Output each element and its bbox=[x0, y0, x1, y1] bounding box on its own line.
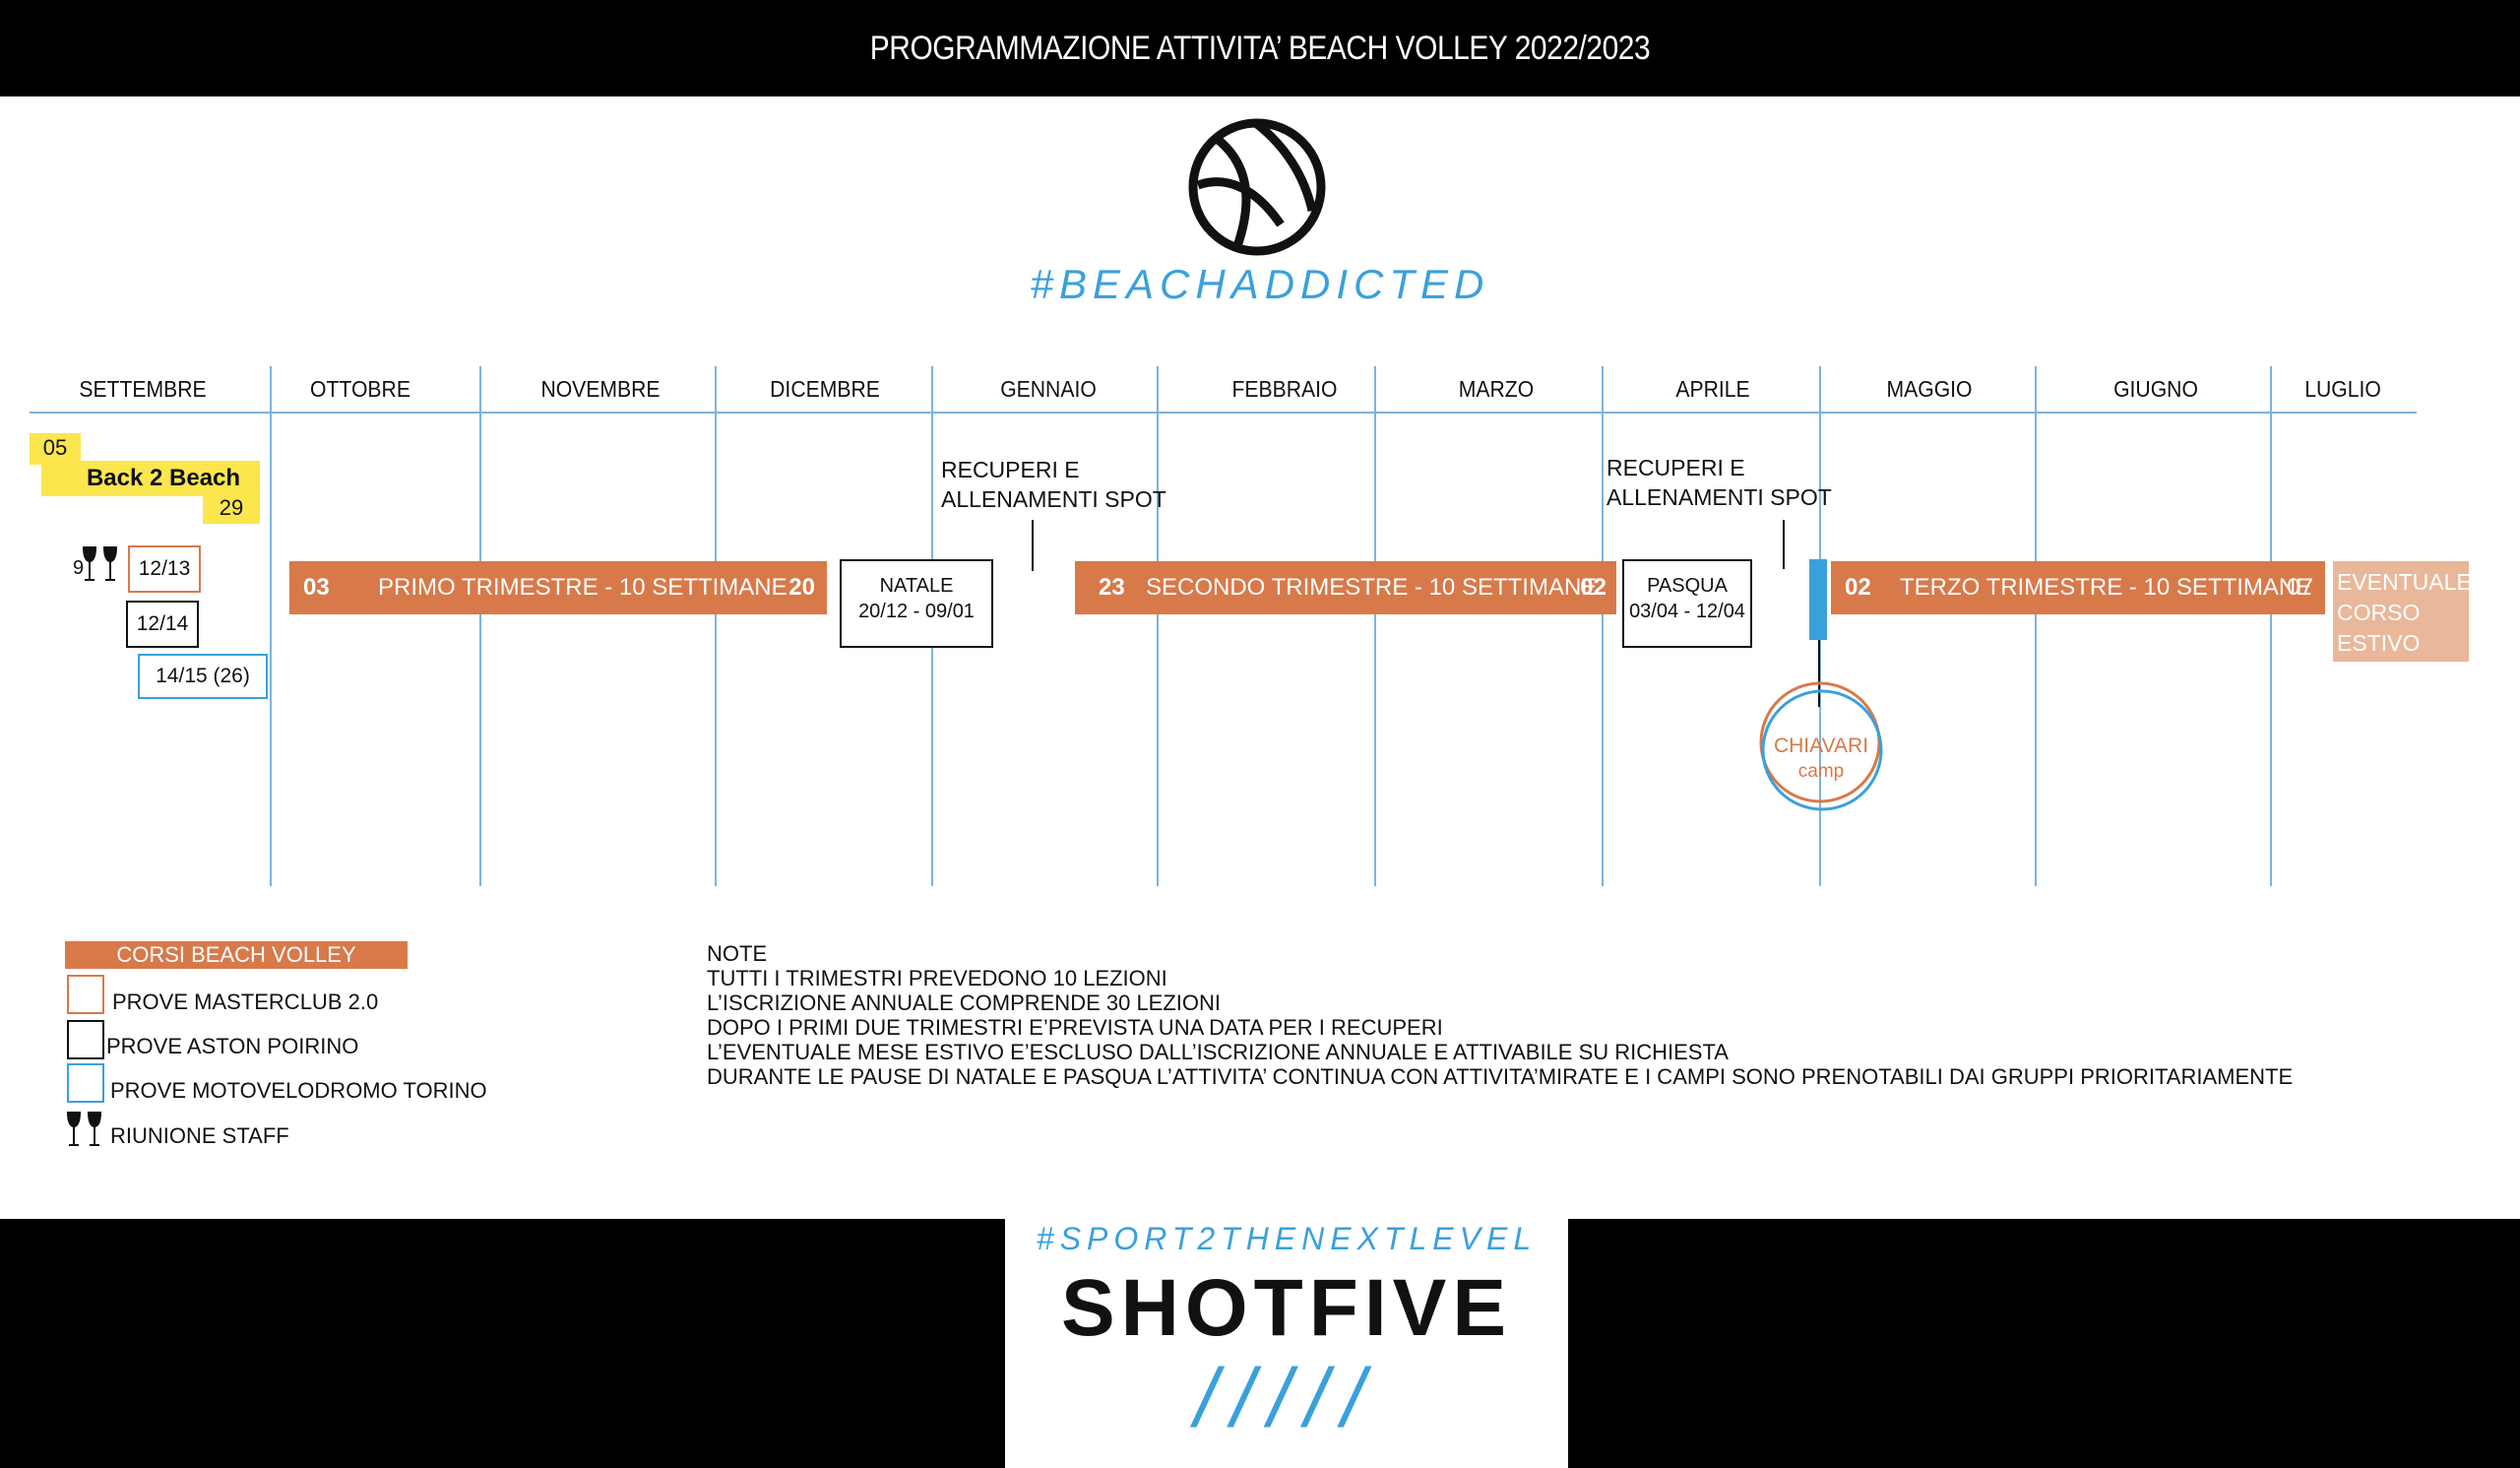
notes-line: L’ISCRIZIONE ANNUALE COMPRENDE 30 LEZION… bbox=[707, 990, 1222, 1015]
camp-subtitle: camp bbox=[1797, 761, 1845, 782]
month-separator bbox=[2270, 366, 2272, 886]
trimester-3-label: TERZO TRIMESTRE - 10 SETTIMANE bbox=[1900, 574, 2312, 601]
natale-title: NATALE bbox=[879, 575, 954, 597]
month-separator bbox=[270, 366, 272, 886]
recuperi-line-1: RECUPERI E bbox=[1606, 455, 1745, 480]
month-separator bbox=[2035, 366, 2037, 886]
trimester-1-label: PRIMO TRIMESTRE - 10 SETTIMANE bbox=[378, 574, 788, 601]
trimester-3-end: 07 bbox=[2287, 574, 2313, 601]
month-label-febbraio: FEBBRAIO bbox=[1231, 376, 1338, 402]
footer-bar-right bbox=[1568, 1219, 2520, 1468]
trimester-2-start: 23 bbox=[1099, 574, 1125, 601]
footer-bar-left bbox=[0, 1219, 1005, 1468]
recuperi-note-1: RECUPERI E ALLENAMENTI SPOT bbox=[941, 455, 1166, 514]
trimester-2-label: SECONDO TRIMESTRE - 10 SETTIMANE bbox=[1146, 574, 1598, 601]
legend-motovelodromo: PROVE MOTOVELODROMO TORINO bbox=[110, 1078, 487, 1103]
page-title: PROGRAMMAZIONE ATTIVITA’ BEACH VOLLEY 20… bbox=[869, 30, 1651, 67]
hashtag-beachaddicted: #BEACHADDICTED bbox=[1030, 261, 1490, 307]
trimester-1-end: 20 bbox=[788, 574, 815, 601]
recuperi-line-1: RECUPERI E bbox=[941, 457, 1080, 482]
legend-swatch-motovelodromo bbox=[67, 1063, 104, 1103]
pasqua-title: PASQUA bbox=[1647, 575, 1728, 597]
month-separator bbox=[479, 366, 481, 886]
notes-block: NOTE TUTTI I TRIMESTRI PREVEDONO 10 LEZI… bbox=[707, 941, 2293, 1089]
month-label-marzo: MARZO bbox=[1458, 376, 1535, 402]
recuperi-pointer-2 bbox=[1783, 520, 1785, 569]
recuperi-line-2: ALLENAMENTI SPOT bbox=[1606, 484, 1832, 510]
camp-pointer bbox=[1818, 640, 1820, 707]
notes-line: DURANTE LE PAUSE DI NATALE E PASQUA L’AT… bbox=[707, 1064, 2294, 1089]
legend-aston: PROVE ASTON POIRINO bbox=[106, 1034, 359, 1058]
recuperi-pointer-1 bbox=[1032, 520, 1034, 571]
month-separator bbox=[1374, 366, 1376, 886]
camp-label: CHIAVARI camp bbox=[1762, 734, 1880, 785]
notes-line: DOPO I PRIMI DUE TRIMESTRI E’PREVISTA UN… bbox=[707, 1015, 1443, 1040]
recuperi-note-2: RECUPERI E ALLENAMENTI SPOT bbox=[1606, 453, 1832, 512]
month-label-gennaio: GENNAIO bbox=[1000, 376, 1097, 402]
trimester-2-end: 02 bbox=[1580, 574, 1606, 601]
volleyball-icon bbox=[1188, 118, 1326, 256]
back2beach-start-highlight bbox=[30, 433, 81, 465]
legend-swatch-aston bbox=[67, 1020, 104, 1059]
natale-box: NATALE 20/12 - 09/01 bbox=[840, 559, 993, 648]
back2beach-end-highlight bbox=[203, 492, 260, 524]
trimester-bar-1: 03 PRIMO TRIMESTRE - 10 SETTIMANE 20 bbox=[289, 561, 827, 614]
natale-dates: 20/12 - 09/01 bbox=[858, 601, 975, 622]
timeline-axis bbox=[30, 412, 2417, 414]
back2beach-label: Back 2 Beach bbox=[86, 465, 241, 491]
month-separator bbox=[715, 366, 717, 886]
month-separator bbox=[1602, 366, 1604, 886]
month-label-novembre: NOVEMBRE bbox=[540, 376, 661, 402]
month-label-luglio: LUGLIO bbox=[2304, 376, 2381, 402]
summer-line-2: CORSO bbox=[2337, 600, 2421, 625]
summer-course-block: EVENTUALE CORSO ESTIVO bbox=[2333, 561, 2472, 662]
header-bar bbox=[0, 0, 2520, 96]
month-label-aprile: APRILE bbox=[1675, 376, 1750, 402]
recuperi-line-2: ALLENAMENTI SPOT bbox=[941, 486, 1166, 512]
pasqua-dates: 03/04 - 12/04 bbox=[1629, 601, 1745, 622]
wine-glasses-icon bbox=[66, 1112, 102, 1146]
month-separator bbox=[1157, 366, 1159, 886]
back2beach-end: 29 bbox=[219, 495, 244, 520]
month-label-ottobre: OTTOBRE bbox=[310, 376, 410, 402]
month-label-dicembre: DICEMBRE bbox=[770, 376, 880, 402]
summer-line-3: ESTIVO bbox=[2337, 630, 2421, 656]
shotfive-logo: SHOTFIVE bbox=[1060, 1263, 1513, 1353]
back2beach-highlight bbox=[41, 461, 260, 496]
trial-motovelodromo-box: 14/15 (26) bbox=[138, 654, 268, 699]
month-label-maggio: MAGGIO bbox=[1886, 376, 1973, 402]
notes-title: NOTE bbox=[707, 941, 768, 966]
notes-line: L’EVENTUALE MESE ESTIVO E’ESCLUSO DALL’I… bbox=[707, 1040, 1729, 1064]
summer-line-1: EVENTUALE bbox=[2337, 569, 2472, 595]
camp-circle-icon bbox=[1759, 681, 1883, 811]
logo-slashes: ///// bbox=[1194, 1352, 1379, 1444]
trial-aston-box: 12/14 bbox=[126, 601, 199, 648]
wine-glasses-icon bbox=[82, 546, 118, 581]
legend-corsi: CORSI BEACH VOLLEY bbox=[65, 941, 408, 969]
staff-meeting-day: 9 bbox=[73, 557, 85, 579]
legend-staff: RIUNIONE STAFF bbox=[110, 1123, 289, 1148]
month-label-settembre: SETTEMBRE bbox=[79, 376, 207, 402]
month-label-giugno: GIUGNO bbox=[2113, 376, 2198, 402]
legend-masterclub: PROVE MASTERCLUB 2.0 bbox=[112, 989, 379, 1014]
trimester-bar-3: 02 TERZO TRIMESTRE - 10 SETTIMANE 07 bbox=[1831, 561, 2325, 614]
back2beach-start: 05 bbox=[42, 435, 68, 460]
trial-masterclub-box: 12/13 bbox=[128, 545, 201, 593]
hashtag-sport2thenextlevel: #SPORT2THENEXTLEVEL bbox=[1036, 1221, 1538, 1256]
camp-title: CHIAVARI bbox=[1773, 734, 1869, 757]
trimester-bar-2: 23 SECONDO TRIMESTRE - 10 SETTIMANE 02 bbox=[1075, 561, 1616, 614]
notes-line: TUTTI I TRIMESTRI PREVEDONO 10 LEZIONI bbox=[707, 966, 1167, 990]
camp-marker bbox=[1809, 559, 1827, 640]
trimester-3-start: 02 bbox=[1845, 574, 1871, 601]
legend-swatch-masterclub bbox=[67, 975, 104, 1014]
trimester-1-start: 03 bbox=[303, 574, 330, 601]
pasqua-box: PASQUA 03/04 - 12/04 bbox=[1622, 559, 1752, 648]
